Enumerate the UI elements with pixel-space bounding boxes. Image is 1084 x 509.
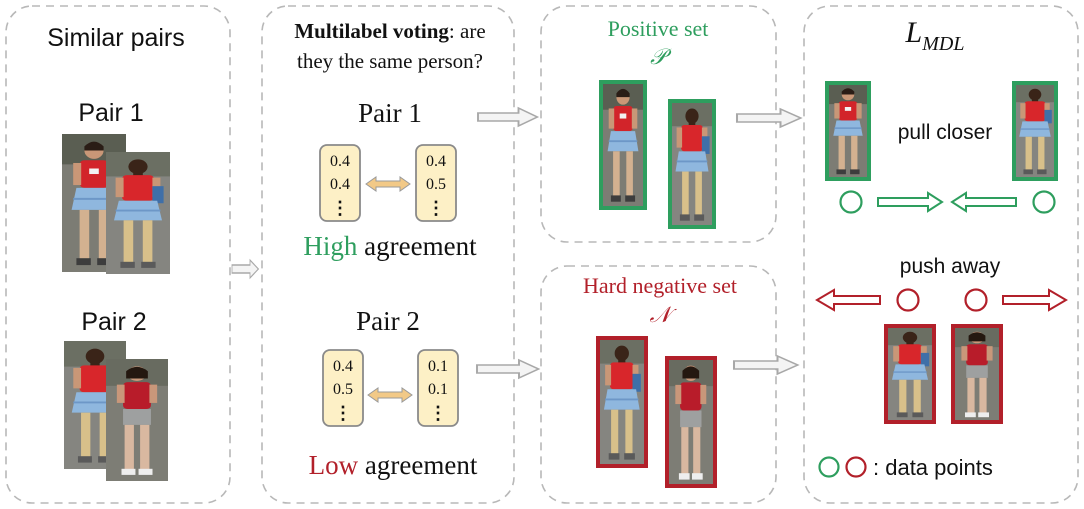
low-word: Low xyxy=(309,450,359,480)
pair-1-vector-left: 0.4 0.4 ⋮ xyxy=(319,144,361,222)
pair-1-compare-arrow xyxy=(365,176,411,192)
push-arrow-left xyxy=(815,288,881,312)
pair-2-vector-right: 0.1 0.1 ⋮ xyxy=(417,349,459,427)
pull-closer-label: pull closer xyxy=(898,121,993,144)
pull-left-image xyxy=(825,81,871,181)
voting-title-bold: Multilabel voting xyxy=(294,19,449,43)
pair-2-image-b xyxy=(106,359,168,481)
pair-2-compare-arrow xyxy=(367,387,413,403)
pair-1-left-v1: 0.4 xyxy=(330,153,350,170)
pull-arrow-left xyxy=(950,191,1017,213)
positive-set-frame xyxy=(540,5,777,243)
panel-similar-pairs-frame xyxy=(5,5,231,504)
pair-2-left-dots: ⋮ xyxy=(334,403,352,423)
arrow-negative-to-loss xyxy=(732,354,799,376)
negative-set-images xyxy=(596,336,717,488)
legend-green-circle xyxy=(818,456,840,478)
positive-image-front xyxy=(599,80,647,210)
pair-1-images xyxy=(60,132,172,276)
pair-1-label: Pair 1 xyxy=(78,99,143,127)
negative-image-front xyxy=(596,336,648,468)
negative-point-right xyxy=(964,288,988,312)
pair-2-images xyxy=(62,339,168,481)
agreement-word-1: agreement xyxy=(357,231,477,261)
pull-right-image xyxy=(1012,81,1058,181)
loss-frame xyxy=(803,5,1079,504)
low-agreement-label: Low agreement xyxy=(309,450,478,480)
negative-set-symbol: 𝒩 xyxy=(649,302,677,327)
pair-2-left-v1: 0.4 xyxy=(333,358,353,375)
pair-1-vector-right: 0.4 0.5 ⋮ xyxy=(415,144,457,222)
loss-main: L xyxy=(905,16,923,49)
arrow-positive-to-loss xyxy=(735,107,802,129)
positive-set-symbol: 𝒫 xyxy=(650,44,672,69)
positive-image-back xyxy=(668,99,716,229)
panel-multilabel-voting: Multilabel voting: are they the same per… xyxy=(261,5,515,504)
voting-title-line1: Multilabel voting: are xyxy=(294,19,485,43)
arrow-to-negative-set xyxy=(476,359,540,379)
high-agreement-label: High agreement xyxy=(303,231,477,261)
voting-title-rest: : are xyxy=(449,19,486,43)
negative-set-frame xyxy=(540,265,777,504)
positive-point-left xyxy=(839,190,863,214)
pair-2-right-v1: 0.1 xyxy=(428,358,448,375)
panel-similar-pairs: Similar pairs Pair 1 Pair 2 xyxy=(5,5,231,504)
negative-set-title: Hard negative set xyxy=(583,273,737,298)
legend-red-circle xyxy=(845,456,867,478)
pair-2-left-v2: 0.5 xyxy=(333,381,353,398)
pair-2-vector-left: 0.4 0.5 ⋮ xyxy=(322,349,364,427)
pair-2-right-v2: 0.1 xyxy=(428,381,448,398)
loss-subscript: MDL xyxy=(921,33,964,55)
voting-title-line2: they the same person? xyxy=(297,49,483,73)
arrow-pairs-to-voting xyxy=(231,259,260,279)
push-left-image xyxy=(884,324,936,424)
positive-point-right xyxy=(1032,190,1056,214)
panel-loss: LMDL pull closer push away xyxy=(803,5,1079,504)
panel-similar-pairs-title: Similar pairs xyxy=(47,24,185,52)
pair-1-left-v2: 0.4 xyxy=(330,176,350,193)
pair-2-right-dots: ⋮ xyxy=(429,403,447,423)
panel-voting-frame xyxy=(261,5,515,504)
negative-point-left xyxy=(896,288,920,312)
push-right-image xyxy=(951,324,1003,424)
panel-sets: Positive set 𝒫 Hard negative set 𝒩 xyxy=(540,5,777,504)
voting-pair-2-label: Pair 2 xyxy=(356,306,420,336)
pair-1-right-v1: 0.4 xyxy=(426,153,446,170)
loss-title: LMDL xyxy=(905,16,965,55)
pair-1-image-b xyxy=(104,150,172,276)
positive-set-title: Positive set xyxy=(608,16,709,41)
agreement-word-2: agreement xyxy=(358,450,478,480)
pair-2-label: Pair 2 xyxy=(81,308,146,336)
pair-1-right-dots: ⋮ xyxy=(427,198,445,218)
negative-image-back xyxy=(665,356,717,488)
legend-label: : data points xyxy=(873,455,993,480)
push-arrow-right xyxy=(1002,288,1068,312)
pull-arrow-right xyxy=(877,191,944,213)
legend: : data points xyxy=(818,455,993,480)
pair-1-left-dots: ⋮ xyxy=(331,198,349,218)
voting-pair-1-label: Pair 1 xyxy=(358,98,422,128)
pair-1-right-v2: 0.5 xyxy=(426,176,446,193)
arrow-to-positive-set xyxy=(477,107,539,127)
push-away-label: push away xyxy=(900,255,1001,278)
positive-set-images xyxy=(599,80,716,229)
high-word: High xyxy=(303,231,358,261)
